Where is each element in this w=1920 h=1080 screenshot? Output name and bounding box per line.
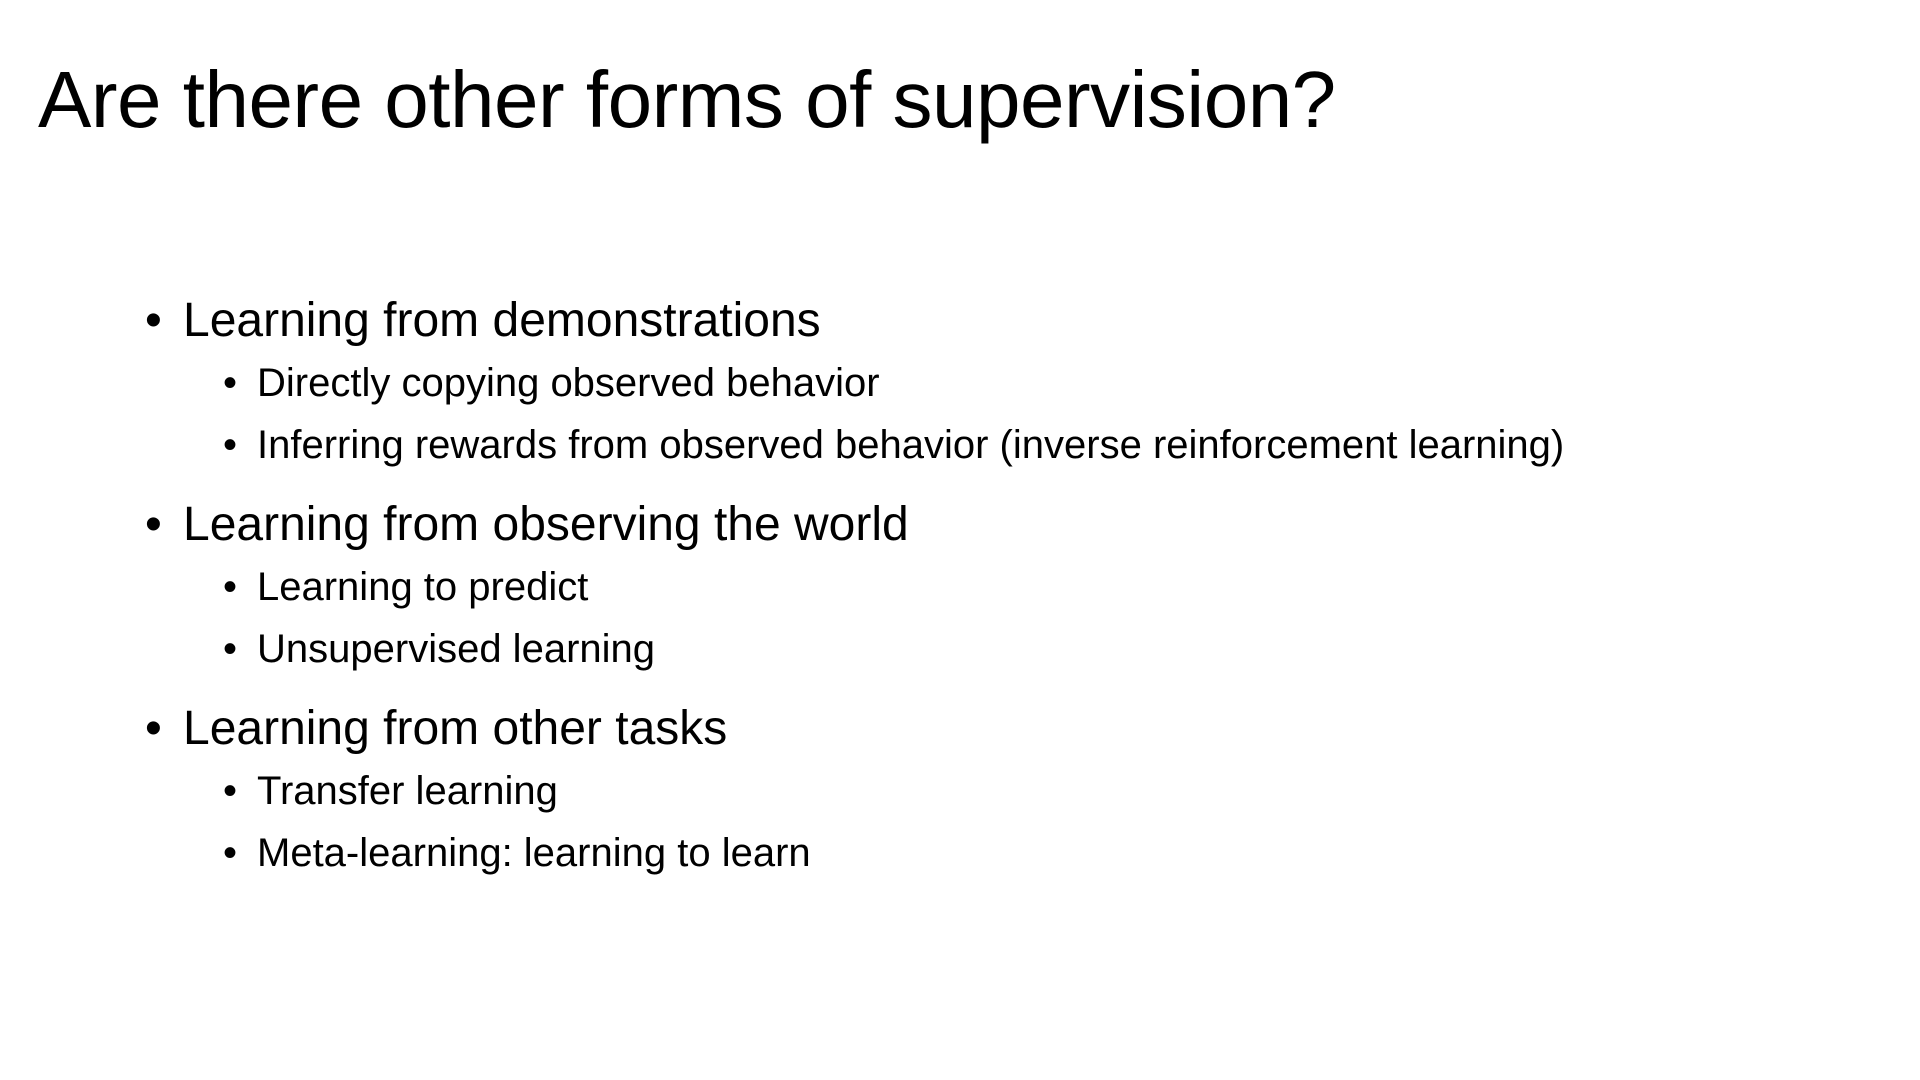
sub-bullet-text: Meta-learning: learning to learn: [257, 831, 811, 875]
bullet-icon: •: [145, 498, 162, 551]
sub-bullet-item: • Learning to predict: [145, 556, 1845, 618]
sub-bullet-item: • Directly copying observed behavior: [145, 352, 1845, 414]
bullet-text: Learning from observing the world: [183, 498, 909, 551]
sub-bullet-text: Transfer learning: [257, 769, 558, 813]
sub-bullet-text: Unsupervised learning: [257, 627, 656, 671]
bullet-text: Learning from demonstrations: [183, 294, 821, 347]
sub-bullet-text: Inferring rewards from observed behavior…: [257, 423, 1565, 467]
bullet-icon: •: [223, 423, 238, 467]
sub-bullet-item: • Meta-learning: learning to learn: [145, 822, 1845, 884]
bullet-icon: •: [223, 769, 238, 813]
sub-bullet-text: Directly copying observed behavior: [257, 361, 880, 405]
bullet-item: • Learning from other tasks: [145, 698, 1845, 760]
sub-bullet-text: Learning to predict: [257, 565, 589, 609]
slide-title: Are there other forms of supervision?: [38, 55, 1336, 144]
bullet-list: • Learning from demonstrations • Directl…: [145, 290, 1845, 884]
sub-bullet-item: • Unsupervised learning: [145, 618, 1845, 680]
bullet-icon: •: [145, 702, 162, 755]
bullet-icon: •: [223, 831, 238, 875]
bullet-icon: •: [223, 565, 238, 609]
bullet-item: • Learning from demonstrations: [145, 290, 1845, 352]
bullet-icon: •: [223, 627, 238, 671]
sub-bullet-item: • Inferring rewards from observed behavi…: [145, 414, 1845, 476]
bullet-item: • Learning from observing the world: [145, 494, 1845, 556]
sub-bullet-item: • Transfer learning: [145, 760, 1845, 822]
bullet-icon: •: [145, 294, 162, 347]
bullet-text: Learning from other tasks: [183, 702, 728, 755]
bullet-icon: •: [223, 361, 238, 405]
